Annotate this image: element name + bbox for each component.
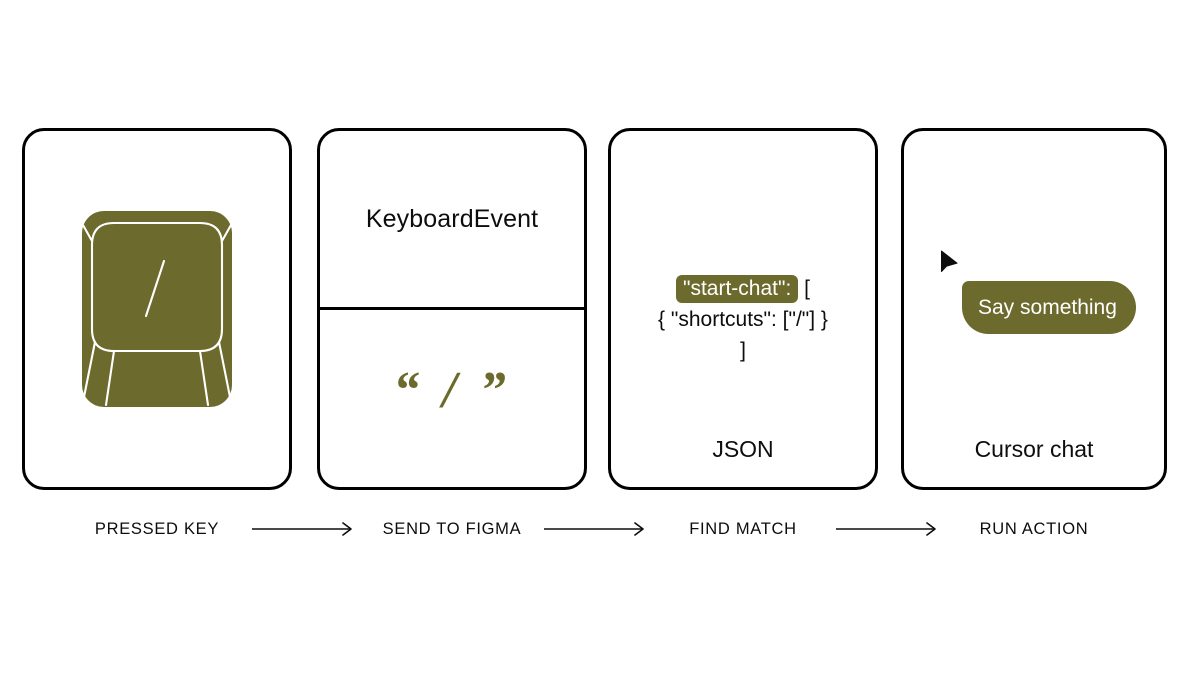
- keyboard-event-payload: “ / ”: [320, 313, 584, 487]
- cursor-chat-bubble[interactable]: Say something: [962, 281, 1136, 334]
- json-line-1: "start-chat": [: [611, 273, 875, 304]
- keyboard-event-header: KeyboardEvent: [320, 131, 584, 310]
- json-key-start-chat: "start-chat":: [676, 275, 799, 303]
- panel-run-action: Say something Cursor chat: [901, 128, 1167, 490]
- json-caption: JSON: [712, 436, 774, 462]
- step-label-run-action: RUN ACTION: [979, 520, 1089, 538]
- step-label-pressed-key: PRESSED KEY: [94, 520, 220, 538]
- cursor-chat-caption: Cursor chat: [974, 436, 1094, 462]
- keycap-slash-icon: [82, 211, 232, 407]
- arrow-right-icon-1: [252, 521, 356, 537]
- json-line-2: { "shortcuts": ["/"] }: [658, 308, 828, 331]
- step-flow: PRESSED KEY SEND TO FIGMA FIND MATCH RUN…: [0, 512, 1200, 548]
- cursor-chat-text: Say something: [978, 295, 1117, 319]
- step-label-send-to-figma: SEND TO FIGMA: [382, 520, 522, 538]
- panel-find-match: "start-chat": [ { "shortcuts": ["/"] } ]…: [608, 128, 878, 490]
- step-label-find-match: FIND MATCH: [689, 520, 797, 538]
- quoted-slash-glyph: “ / ”: [393, 361, 511, 419]
- json-line-3: ]: [740, 339, 746, 362]
- json-snippet: "start-chat": [ { "shortcuts": ["/"] } ]: [611, 273, 875, 366]
- mouse-pointer-icon: [940, 250, 958, 274]
- arrow-right-icon-2: [544, 521, 648, 537]
- panel-send-to-figma: KeyboardEvent “ / ”: [317, 128, 587, 490]
- keyboard-event-title: KeyboardEvent: [365, 204, 539, 233]
- panel-pressed-key: [22, 128, 292, 490]
- json-open-bracket: [: [798, 277, 810, 300]
- arrow-right-icon-3: [836, 521, 940, 537]
